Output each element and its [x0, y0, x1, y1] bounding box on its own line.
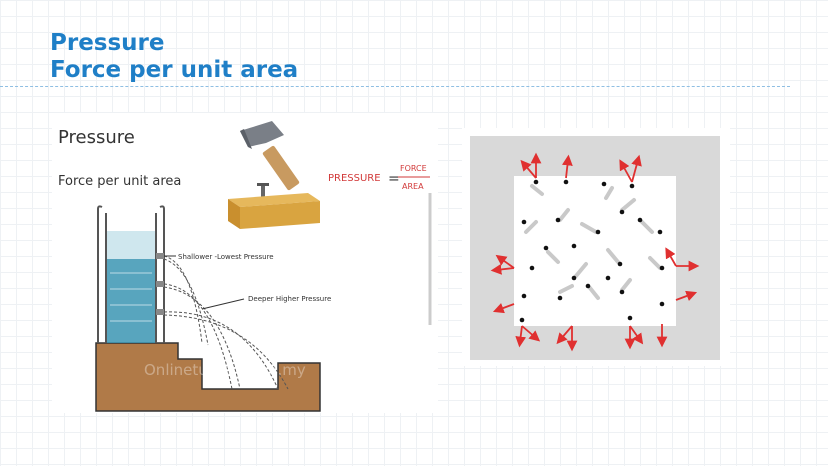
diagram-subheading: Force per unit area [58, 174, 181, 189]
pressure-arrows [490, 152, 700, 352]
hammer-icon [240, 121, 300, 191]
pressure-formula: PRESSURE = FORCE AREA [328, 164, 430, 191]
formula-denominator: AREA [402, 182, 424, 191]
formula-lhs: PRESSURE [328, 173, 381, 184]
page-title: Pressure Force per unit area [50, 30, 298, 84]
gas-box-interior [514, 176, 676, 326]
label-deep: Deeper Higher Pressure [248, 295, 331, 303]
molecules [519, 179, 665, 323]
formula-equals: = [388, 171, 400, 187]
pressure-diagram: Pressure Force per unit area PRESSURE = … [52, 113, 438, 413]
water-jets [163, 255, 289, 390]
molecule-trails [524, 184, 662, 300]
formula-numerator: FORCE [400, 164, 427, 173]
gas-pressure-diagram [462, 128, 730, 366]
diagram-heading: Pressure [58, 127, 135, 148]
label-shallow: Shallower -Lowest Pressure [178, 253, 274, 261]
gas-pressure-svg [470, 136, 720, 360]
wood-block-icon [228, 193, 320, 229]
title-divider [0, 86, 790, 87]
nail-icon [257, 183, 269, 200]
watermark: Onlinetuition.com.my [144, 361, 306, 379]
pressure-diagram-svg: Pressure Force per unit area PRESSURE = … [58, 121, 432, 412]
water-container [97, 205, 165, 343]
title-line-2: Force per unit area [50, 57, 299, 83]
title-line-1: Pressure [50, 30, 165, 56]
